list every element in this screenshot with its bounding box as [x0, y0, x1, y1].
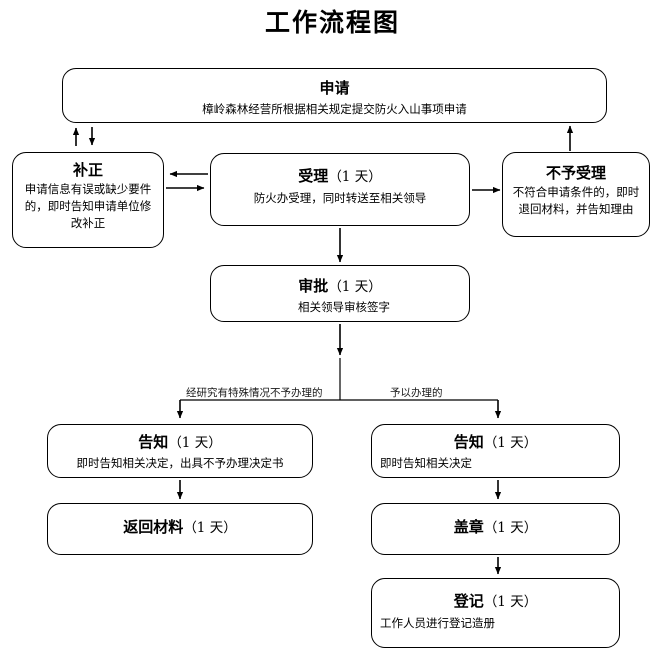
node-reject[interactable]: 不予受理 不符合申请条件的，即时退回材料，并告知理由 — [502, 152, 650, 237]
node-approve[interactable]: 审批（1 天） 相关领导审核签字 — [210, 265, 470, 322]
edge-apply-correct — [72, 127, 96, 146]
node-return-materials-title: 返回材料（1 天） — [123, 518, 237, 536]
node-notify-right-desc: 即时告知相关决定 — [380, 456, 472, 470]
node-notify-right-title: 告知（1 天） — [453, 433, 538, 451]
node-accept-desc: 防火办受理，同时转送至相关领导 — [253, 191, 427, 205]
node-correct-desc: 申请信息有误或缺少要件的，即时告知申请单位修改补正 — [24, 182, 152, 230]
edge-approve-split — [176, 324, 502, 419]
node-record-desc: 工作人员进行登记造册 — [380, 616, 495, 630]
page-title: 工作流程图 — [264, 8, 400, 37]
node-notify-left-desc: 即时告知相关决定，出具不予办理决定书 — [76, 456, 284, 470]
node-return-materials[interactable]: 返回材料（1 天） — [47, 503, 313, 555]
branch-label-reject-path: 经研究有特殊情况不予办理的 — [186, 387, 323, 399]
node-apply[interactable]: 申请 樟岭森林经营所根据相关规定提交防火入山事项申请 — [62, 68, 607, 123]
node-correct[interactable]: 补正 申请信息有误或缺少要件的，即时告知申请单位修改补正 — [12, 152, 164, 248]
node-accept[interactable]: 受理（1 天） 防火办受理，同时转送至相关领导 — [210, 153, 470, 226]
node-approve-desc: 相关领导审核签字 — [298, 300, 390, 314]
node-record[interactable]: 登记（1 天） 工作人员进行登记造册 — [371, 578, 620, 648]
branch-label-approve-path: 予以办理的 — [390, 387, 443, 399]
node-reject-desc: 不符合申请条件的，即时退回材料，并告知理由 — [512, 185, 640, 216]
node-correct-title: 补正 — [72, 161, 103, 179]
node-apply-desc: 樟岭森林经营所根据相关规定提交防火入山事项申请 — [202, 102, 467, 116]
node-stamp[interactable]: 盖章（1 天） — [371, 503, 620, 555]
node-notify-right[interactable]: 告知（1 天） 即时告知相关决定 — [371, 424, 620, 478]
node-accept-title: 受理（1 天） — [298, 167, 382, 185]
node-stamp-title: 盖章（1 天） — [453, 518, 538, 536]
node-approve-title: 审批（1 天） — [298, 277, 382, 295]
node-record-title: 登记（1 天） — [453, 592, 538, 610]
edge-correct-accept — [166, 170, 208, 192]
node-notify-left[interactable]: 告知（1 天） 即时告知相关决定，出具不予办理决定书 — [47, 424, 313, 478]
node-notify-left-title: 告知（1 天） — [138, 433, 222, 451]
node-apply-title: 申请 — [319, 79, 350, 97]
node-reject-title: 不予受理 — [545, 164, 606, 182]
